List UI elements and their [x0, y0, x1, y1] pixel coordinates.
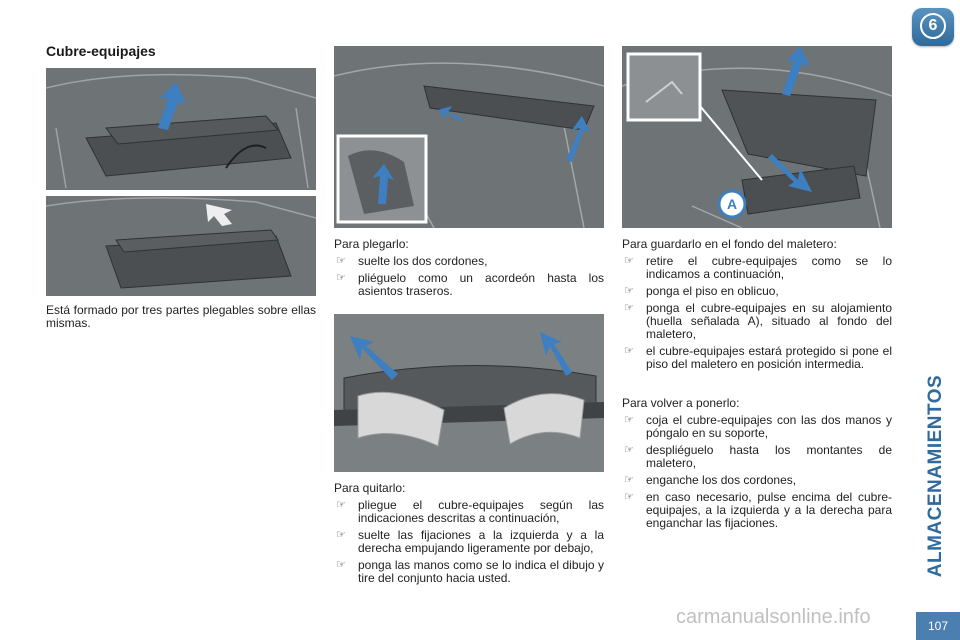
- chapter-title-text: ALMACENAMIENTOS: [925, 374, 946, 578]
- pointing-hand-icon: ☞: [624, 285, 634, 297]
- intro-text: Está formado por tres partes plegables s…: [46, 303, 316, 330]
- pointing-hand-icon: ☞: [624, 414, 634, 426]
- refit-steps: ☞coja el cubre-equipajes con las dos man…: [622, 414, 892, 534]
- illustration-shelf-folding-bottom: [46, 196, 316, 296]
- blue-arrow-icon: [350, 332, 572, 380]
- pointing-hand-icon: ☞: [336, 559, 346, 571]
- pointing-hand-icon: ☞: [624, 491, 634, 503]
- pointing-hand-icon: ☞: [624, 345, 634, 357]
- list-item: ☞pliéguelo como un acordeón hasta los as…: [336, 271, 604, 298]
- list-item: ☞pliegue el cubre-equipajes según las in…: [336, 498, 604, 525]
- illustration-remove-shelf: [334, 314, 604, 472]
- chapter-number: 6: [920, 13, 946, 39]
- blue-arrow-icon: [158, 82, 186, 130]
- refit-heading: Para volver a ponerlo:: [622, 396, 740, 410]
- pointing-hand-icon: ☞: [336, 529, 346, 541]
- list-item: ☞el cubre-equipajes estará protegido si …: [624, 344, 892, 371]
- remove-steps: ☞pliegue el cubre-equipajes según las in…: [334, 499, 604, 589]
- pointing-hand-icon: ☞: [624, 302, 634, 314]
- chapter-title: ALMACENAMIENTOS: [916, 356, 956, 596]
- list-item: ☞ponga el piso en oblicuo,: [624, 284, 779, 298]
- list-item: ☞coja el cubre-equipajes con las dos man…: [624, 413, 892, 440]
- pointing-hand-icon: ☞: [336, 499, 346, 511]
- list-item: ☞suelte las fijaciones a la izquierda y …: [336, 528, 604, 555]
- list-item: ☞retire el cubre-equipajes como se lo in…: [624, 254, 892, 281]
- illustration-release-cords: [334, 46, 604, 228]
- watermark: carmanualsonline.info: [676, 606, 871, 628]
- chapter-sidebar: [908, 0, 960, 640]
- chapter-badge: 6: [912, 8, 954, 46]
- pointing-hand-icon: ☞: [624, 474, 634, 486]
- list-item: ☞suelte los dos cordones,: [336, 254, 488, 268]
- blue-arrow-icon: [372, 164, 394, 204]
- fold-steps: ☞suelte los dos cordones, ☞pliéguelo com…: [334, 255, 604, 302]
- list-item: ☞enganche los dos cordones,: [624, 473, 797, 487]
- illustration-shelf-folding-top: [46, 68, 316, 190]
- pointing-hand-icon: ☞: [336, 272, 346, 284]
- store-heading: Para guardarlo en el fondo del maletero:: [622, 237, 837, 251]
- section-title: Cubre-equipajes: [46, 43, 156, 59]
- page-number: 107: [916, 612, 960, 640]
- white-arrow-icon: [206, 204, 232, 226]
- store-steps: ☞retire el cubre-equipajes como se lo in…: [622, 255, 892, 375]
- pointing-hand-icon: ☞: [336, 255, 346, 267]
- illustration-store-shelf: A: [622, 46, 892, 228]
- pointing-hand-icon: ☞: [624, 255, 634, 267]
- list-item: ☞ponga el cubre-equipajes en su alojamie…: [624, 301, 892, 341]
- list-item: ☞ponga las manos como se lo indica el di…: [336, 558, 604, 585]
- blue-arrow-icon: [438, 106, 590, 162]
- pointing-hand-icon: ☞: [624, 444, 634, 456]
- list-item: ☞en caso necesario, pulse encima del cub…: [624, 490, 892, 530]
- remove-heading: Para quitarlo:: [334, 481, 406, 495]
- list-item: ☞despliéguelo hasta los montantes de mal…: [624, 443, 892, 470]
- blue-arrow-icon: [768, 46, 812, 192]
- fold-heading: Para plegarlo:: [334, 237, 409, 251]
- callout-a-label: A: [727, 196, 737, 212]
